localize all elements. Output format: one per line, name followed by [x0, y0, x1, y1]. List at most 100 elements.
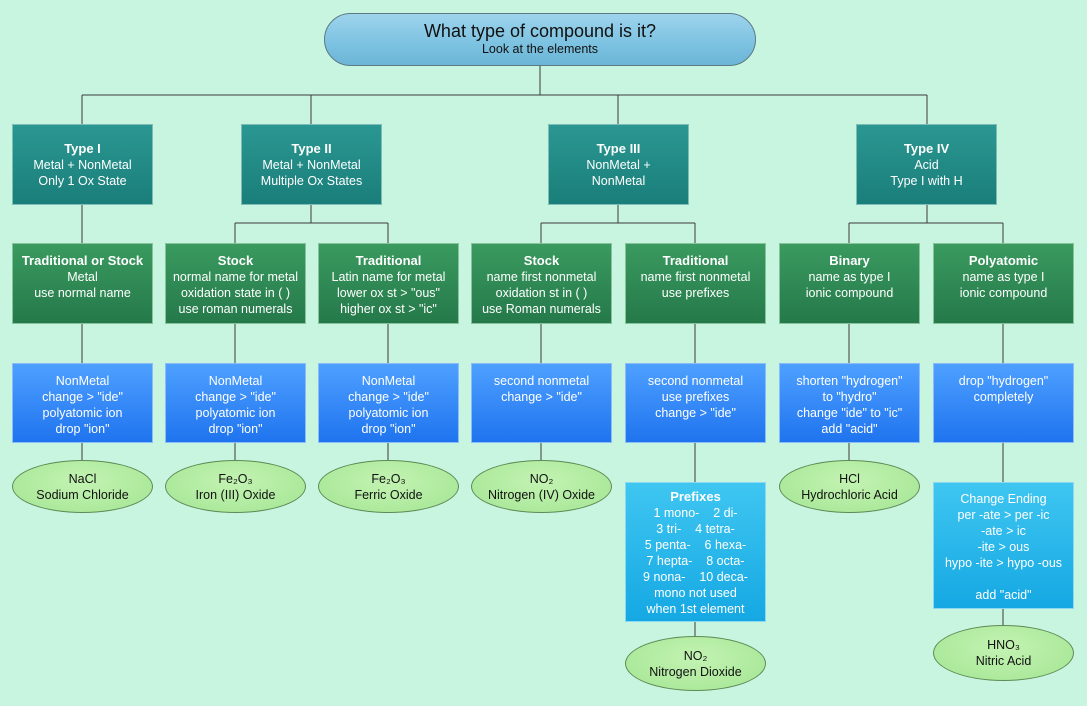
change-ending-line: -ate > ic — [981, 524, 1026, 538]
rule-line: NonMetal — [55, 374, 110, 388]
type-heading: Type IV — [903, 141, 950, 156]
type-line: NonMetal — [591, 174, 646, 188]
example-nitrogen-iv-oxide-ellipse: NO₂ Nitrogen (IV) Oxide — [471, 460, 612, 513]
example-ferric-oxide-ellipse: Fe₂O₃ Ferric Oxide — [318, 460, 459, 513]
method-traditional-or-stock-box: Traditional or Stock Metal use normal na… — [12, 243, 153, 324]
type-heading: Type I — [64, 141, 101, 156]
method-heading: Traditional — [355, 253, 422, 268]
rule-line: change > "ide" — [42, 390, 123, 404]
example-name: Nitrogen Dioxide — [649, 664, 742, 679]
method-line: normal name for metal — [172, 270, 299, 284]
rule-line: drop "ion" — [55, 422, 110, 436]
rule-box: shorten "hydrogen" to "hydro" change "id… — [779, 363, 920, 443]
example-nitrogen-dioxide-ellipse: NO₂ Nitrogen Dioxide — [625, 636, 766, 691]
prefixes-line: when 1st element — [646, 602, 745, 616]
title-text: What type of compound is it? — [423, 20, 657, 41]
method-heading: Traditional or Stock — [21, 253, 144, 268]
method-line: name first nonmetal — [640, 270, 751, 284]
example-name: Hydrochloric Acid — [801, 487, 898, 502]
prefixes-line: 9 nona- 10 deca- — [643, 570, 748, 584]
rule-line: polyatomic ion — [348, 406, 429, 420]
example-formula: Fe₂O₃ — [371, 471, 406, 486]
method-heading: Stock — [523, 253, 560, 268]
rule-line: use prefixes — [661, 390, 730, 404]
method-line: Metal — [67, 270, 98, 284]
method-line: use roman numerals — [178, 302, 293, 316]
method-stock-nonmetal-box: Stock name first nonmetal oxidation st i… — [471, 243, 612, 324]
method-line: lower ox st > "ous" — [336, 286, 440, 300]
method-heading: Polyatomic — [968, 253, 1039, 268]
method-line: use normal name — [34, 286, 131, 300]
type-line: Only 1 Ox State — [38, 174, 127, 188]
method-line: ionic compound — [805, 286, 894, 300]
type-heading: Type II — [291, 141, 332, 156]
change-ending-line: add "acid" — [975, 588, 1032, 602]
method-binary-box: Binary name as type I ionic compound — [779, 243, 920, 324]
method-line: oxidation state in ( ) — [180, 286, 291, 300]
method-line: Latin name for metal — [331, 270, 446, 284]
example-formula: HNO₃ — [987, 638, 1020, 652]
prefixes-box: Prefixes 1 mono- 2 di- 3 tri- 4 tetra- 5… — [625, 482, 766, 622]
type-1-box: Type I Metal + NonMetal Only 1 Ox State — [12, 124, 153, 205]
prefixes-line: 1 mono- 2 di- — [653, 506, 738, 520]
method-line: oxidation st in ( ) — [495, 286, 588, 300]
change-ending-line: per -ate > per -ic — [957, 508, 1050, 522]
example-name: Iron (III) Oxide — [195, 487, 276, 502]
method-line: ionic compound — [959, 286, 1048, 300]
change-ending-heading: Change Ending — [960, 492, 1047, 506]
method-line: use Roman numerals — [482, 302, 601, 316]
rule-line: drop "ion" — [208, 422, 263, 436]
rule-line: polyatomic ion — [195, 406, 276, 420]
rule-line: change "ide" to "ic" — [796, 406, 903, 420]
example-hcl-ellipse: HCl Hydrochloric Acid — [779, 460, 920, 513]
rule-box: second nonmetal use prefixes change > "i… — [625, 363, 766, 443]
prefixes-line: mono not used — [654, 586, 737, 600]
prefixes-line: 5 penta- 6 hexa- — [644, 538, 747, 552]
type-line: Metal + NonMetal — [262, 158, 361, 172]
rule-box: drop "hydrogen" completely — [933, 363, 1074, 443]
example-name: Nitrogen (IV) Oxide — [488, 487, 595, 502]
type-line: NonMetal + — [586, 158, 651, 172]
method-heading: Stock — [217, 253, 254, 268]
method-line: higher ox st > "ic" — [340, 302, 437, 316]
rule-line: drop "ion" — [361, 422, 416, 436]
example-nacl-ellipse: NaCl Sodium Chloride — [12, 460, 153, 513]
rule-line: change > "ide" — [501, 390, 582, 404]
rule-box: NonMetal change > "ide" polyatomic ion d… — [165, 363, 306, 443]
method-line: use prefixes — [661, 286, 730, 300]
example-formula: NO₂ — [683, 648, 708, 663]
rule-line: polyatomic ion — [42, 406, 123, 420]
method-heading: Binary — [829, 253, 870, 268]
method-line: name as type I — [962, 270, 1045, 284]
rule-line: second nonmetal — [647, 374, 744, 388]
change-ending-line: hypo -ite > hypo -ous — [944, 556, 1063, 570]
example-hno3-ellipse: HNO₃ Nitric Acid — [933, 625, 1074, 681]
type-2-box: Type II Metal + NonMetal Multiple Ox Sta… — [241, 124, 382, 205]
example-iron-iii-oxide-ellipse: Fe₂O₃ Iron (III) Oxide — [165, 460, 306, 513]
type-line: Metal + NonMetal — [33, 158, 132, 172]
example-formula: NaCl — [68, 471, 97, 486]
rule-box: NonMetal change > "ide" polyatomic ion d… — [12, 363, 153, 443]
type-line: Multiple Ox States — [260, 174, 363, 188]
rule-box: NonMetal change > "ide" polyatomic ion d… — [318, 363, 459, 443]
type-line: Acid — [914, 158, 939, 172]
change-ending-box: Change Ending per -ate > per -ic -ate > … — [933, 482, 1074, 609]
rule-line: to "hydro" — [822, 390, 877, 404]
rule-box: second nonmetal change > "ide" — [471, 363, 612, 443]
rule-line: change > "ide" — [655, 406, 736, 420]
rule-line: second nonmetal — [493, 374, 590, 388]
rule-line: drop "hydrogen" — [958, 374, 1049, 388]
type-4-box: Type IV Acid Type I with H — [856, 124, 997, 205]
subtitle-text: Look at the elements — [481, 41, 599, 56]
rule-line: completely — [973, 390, 1034, 404]
rule-line: shorten "hydrogen" — [796, 374, 903, 388]
title-box: What type of compound is it? Look at the… — [324, 13, 756, 66]
rule-line: change > "ide" — [348, 390, 429, 404]
example-formula: Fe₂O₃ — [218, 471, 253, 486]
prefixes-line: 7 hepta- 8 octa- — [646, 554, 745, 568]
method-stock-metal-box: Stock normal name for metal oxidation st… — [165, 243, 306, 324]
change-ending-line: -ite > ous — [977, 540, 1030, 554]
method-traditional-metal-box: Traditional Latin name for metal lower o… — [318, 243, 459, 324]
type-3-box: Type III NonMetal + NonMetal — [548, 124, 689, 205]
